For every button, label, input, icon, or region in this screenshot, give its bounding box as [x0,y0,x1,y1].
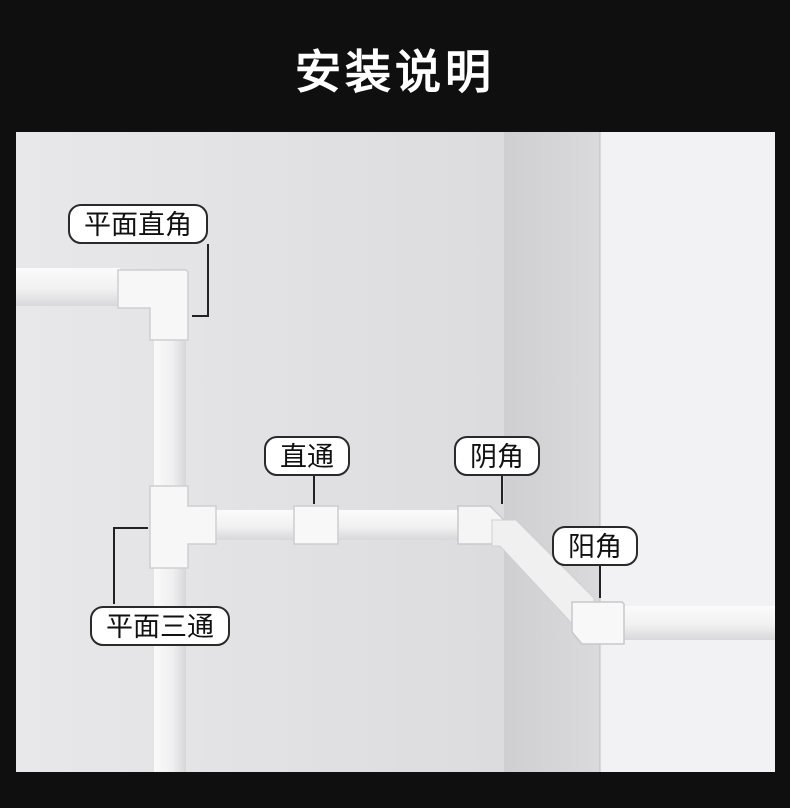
right-wall [600,132,775,772]
tube [616,606,775,640]
leader-line [192,244,209,317]
tube [16,268,120,306]
label-flat-elbow: 平面直角 [68,204,208,244]
flat-elbow-fitting [117,269,189,341]
outer-corner-fitting [571,601,625,645]
straight-coupler-fitting [293,505,339,545]
label-outer-corner: 阳角 [552,526,638,566]
installation-photo: 平面直角 直通 阴角 阳角 平面三通 [16,132,775,772]
label-straight-coupler: 直通 [264,436,350,476]
label-flat-tee: 平面三通 [90,606,230,646]
leader-line [113,527,148,604]
flat-tee-fitting [149,485,217,569]
label-inner-corner: 阴角 [454,436,540,476]
page-title: 安装说明 [295,45,495,99]
